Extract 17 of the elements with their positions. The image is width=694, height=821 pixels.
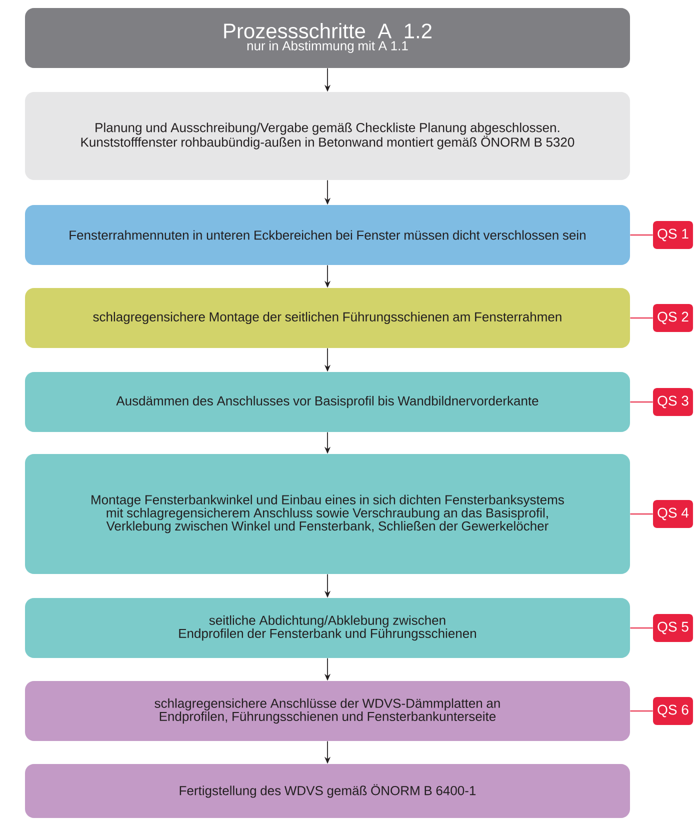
quality-tag: QS 1 [653,221,693,249]
quality-tag: QS 2 [653,304,693,332]
process-box: Fensterrahmennuten in unteren Eckbereichen bei Fenster müssen dicht verschlossen sein [25,205,630,265]
leader-line [630,234,654,236]
process-box: seitliche Abdichtung/Abklebung zwischen Endprofilen der Fensterbank und Führungsschienen [25,598,630,658]
process-box: schlagregensichere Anschlüsse der WDVS-Dämmplatten an Endprofilen, Führungsschienen und Fensterbankunterseite [25,681,630,741]
process-box: Montage Fensterbankwinkel und Einbau eines in sich dichten Fensterbanksystems mit schlagregensicherem Anschluss sowie Verschraubung an das Basisprofil, Verklebung zwischen Winkel und Fensterbank, Schließen der Gewerkelöcher [25,454,630,574]
quality-tag: QS 6 [653,697,693,725]
process-box: Planung und Ausschreibung/Vergabe gemäß Checkliste Planung abgeschlossen. Kunststofffenster rohbaubündig-außen in Betonwand montiert gemäß ÖNORM B 5320 [25,92,630,180]
process-box: Ausdämmen des Anschlusses vor Basisprofil bis Wandbildnervorderkante [25,372,630,432]
process-box: schlagregensichere Montage der seitlichen Führungsschienen am Fensterrahmen [25,288,630,348]
leader-line [630,710,654,712]
header-box: Prozessschritte A 1.2 nur in Abstimmung mit A 1.1 [25,8,630,68]
process-box: Fertigstellung des WDVS gemäß ÖNORM B 6400-1 [25,764,630,818]
quality-tag: QS 5 [653,614,693,642]
quality-tag: QS 3 [653,388,693,416]
quality-tag: QS 4 [653,500,693,528]
